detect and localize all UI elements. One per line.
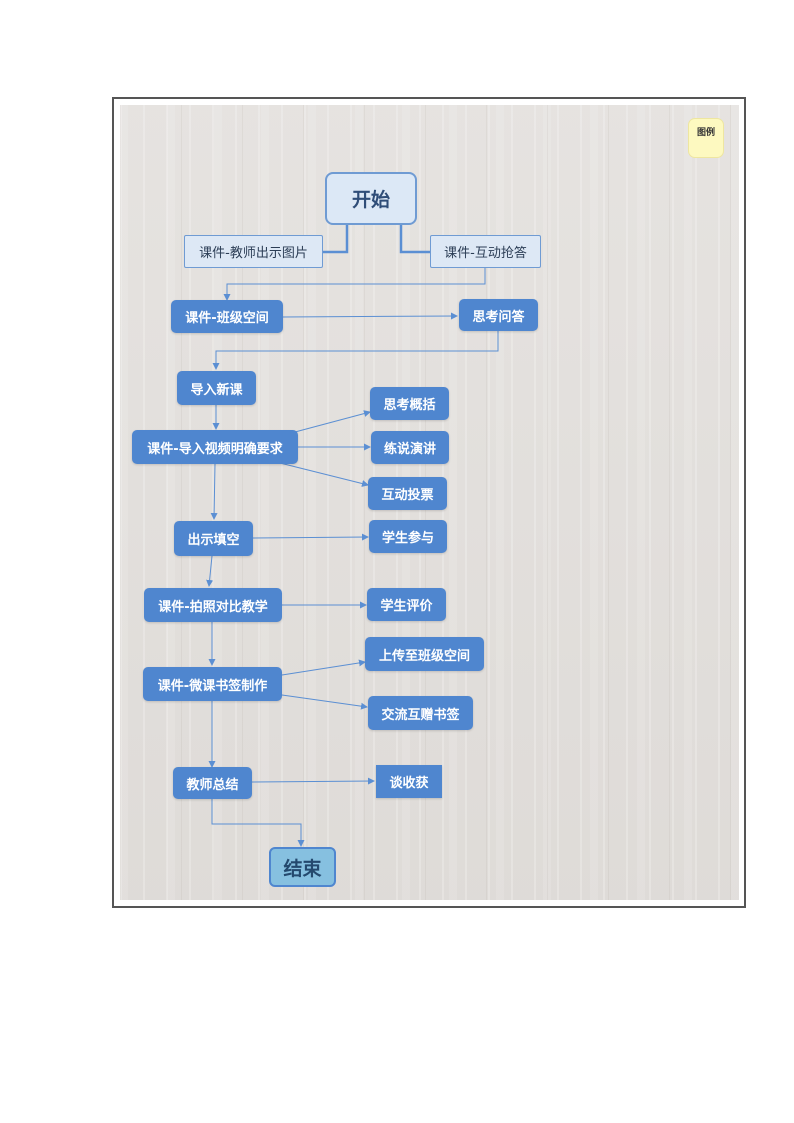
edge-intro-video-to-fill-blank: [210, 463, 218, 520]
legend-label: 图例: [696, 128, 715, 138]
edge-micro-bookmark-to-upload: [281, 659, 366, 676]
edge-teacher-summary-to-end: [211, 799, 305, 847]
edge-interactive-quiz-to-class-space: [223, 268, 486, 301]
courseware-micro-bookmark-node: 课件-微课书签制作: [143, 667, 282, 701]
interactive-vote-node: 互动投票: [368, 477, 447, 510]
connector-layer: [206, 225, 499, 847]
intro-new-lesson-node: 导入新课: [177, 371, 256, 405]
think-summarize-node: 思考概括: [370, 387, 449, 420]
edge-intro-video-to-think-summarize: [294, 410, 371, 433]
edge-intro-video-to-interactive-vote: [279, 462, 369, 487]
talk-gains-node: 谈收获: [376, 765, 442, 798]
flowchart-canvas: 开始 课件-教师出示图片 课件-互动抢答 课件-班级空间 思考问答 导入新课 课…: [120, 105, 739, 900]
upload-class-space-node: 上传至班级空间: [365, 637, 484, 671]
edge-start-to-interactive-quiz: [399, 225, 430, 254]
courseware-intro-video-node: 课件-导入视频明确要求: [132, 430, 298, 464]
edge-micro-bookmark-to-exchange: [281, 694, 368, 710]
edge-class-space-to-think-qa: [282, 312, 458, 320]
think-qa-node: 思考问答: [459, 299, 538, 331]
edge-fill-blank-to-photo-compare: [206, 555, 214, 587]
student-participate-node: 学生参与: [369, 520, 447, 553]
practice-speech-node: 练说演讲: [371, 431, 449, 464]
courseware-photo-compare-node: 课件-拍照对比教学: [144, 588, 282, 622]
show-fill-blank-node: 出示填空: [174, 521, 253, 556]
exchange-bookmarks-node: 交流互赠书签: [368, 696, 473, 730]
teacher-summary-node: 教师总结: [173, 767, 252, 799]
edge-fill-blank-to-student-participate: [252, 533, 369, 541]
courseware-class-space-node: 课件-班级空间: [171, 300, 283, 333]
legend-note: 图例: [688, 118, 724, 158]
student-evaluate-node: 学生评价: [367, 588, 446, 621]
courseware-interactive-quiz-node: 课件-互动抢答: [430, 235, 541, 268]
edge-start-to-teacher-image: [322, 225, 349, 254]
courseware-teacher-image-node: 课件-教师出示图片: [184, 235, 323, 268]
edge-think-qa-to-intro-lesson: [212, 331, 499, 370]
edge-teacher-summary-to-talk-gains: [251, 777, 375, 785]
end-node: 结束: [269, 847, 336, 887]
start-node: 开始: [325, 172, 417, 225]
